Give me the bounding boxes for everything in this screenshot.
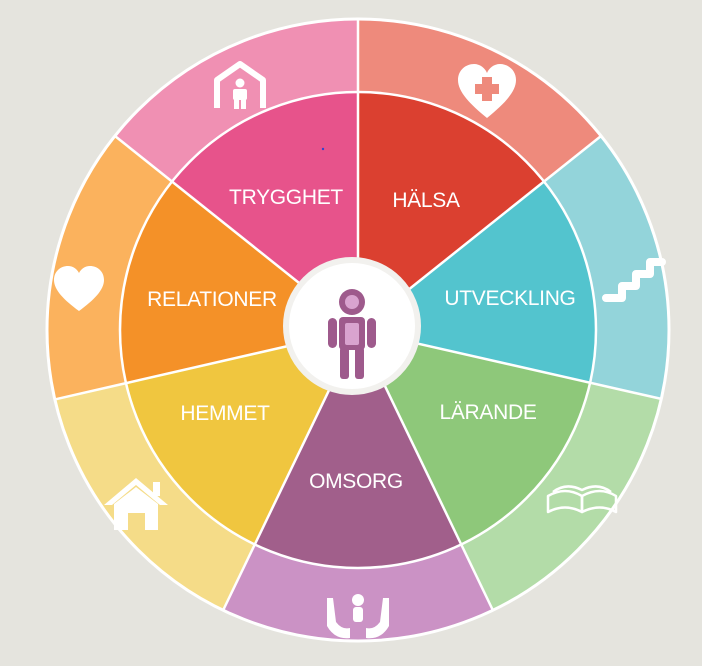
outer-rim — [45, 17, 671, 643]
caring-hands-icon — [327, 594, 389, 639]
inner-segment-omsorg — [254, 330, 462, 569]
heart-icon — [54, 266, 104, 311]
center-hub — [283, 257, 421, 395]
house-icon — [104, 478, 168, 530]
open-book-icon — [546, 485, 618, 514]
stray-dot — [321, 147, 325, 151]
inner-rim — [118, 90, 598, 570]
heart-plus-icon — [458, 64, 516, 118]
sheltered-person-icon — [214, 61, 266, 109]
inner-segment-halsa — [358, 92, 544, 330]
child-icon — [328, 289, 376, 379]
stairs-icon — [602, 258, 666, 302]
